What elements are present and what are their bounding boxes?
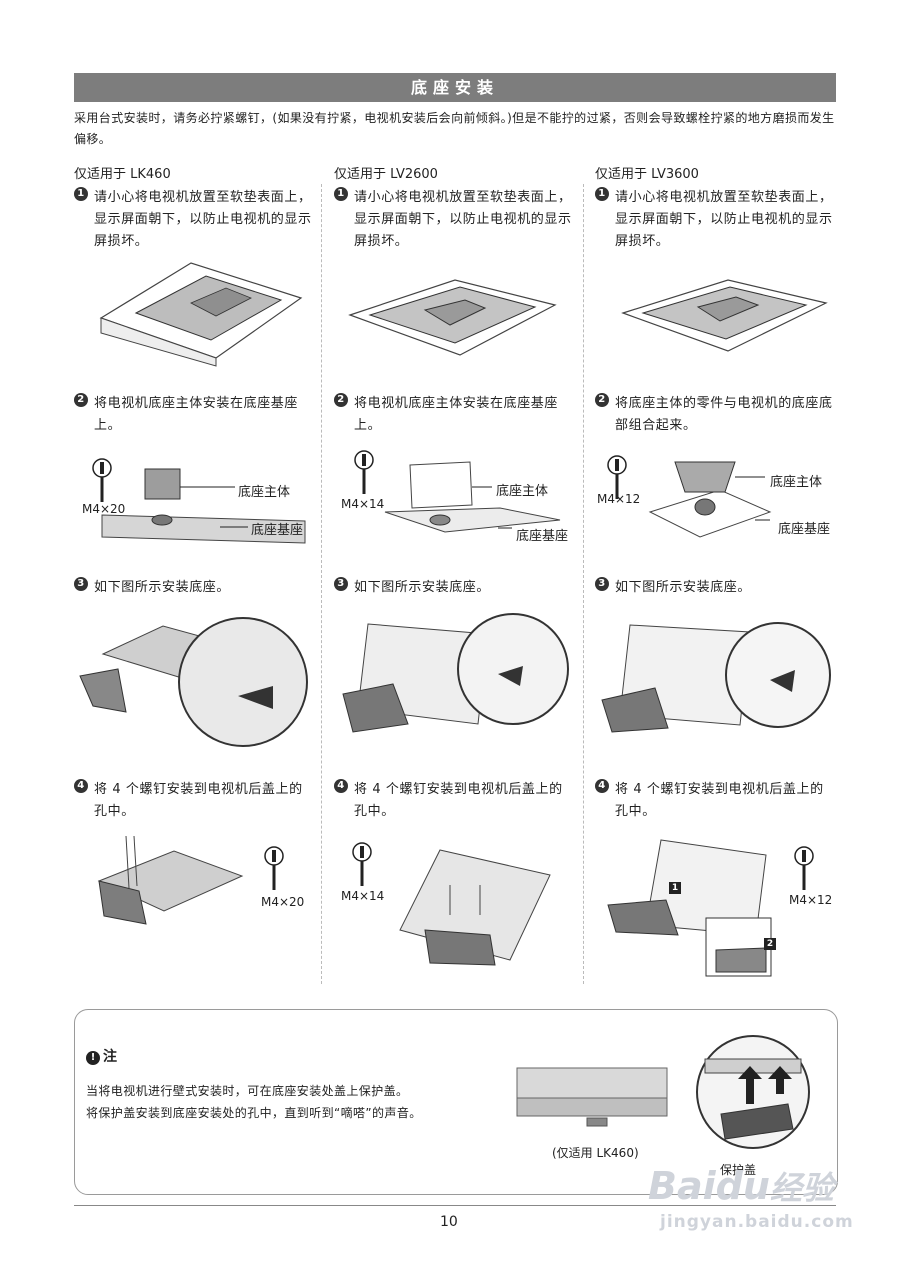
step-text: 如下图所示安装底座。 [94, 580, 231, 595]
step-number-badge: 4 [74, 779, 88, 793]
step-number-badge: 2 [74, 393, 88, 407]
tv-bottom-illustration [516, 1067, 668, 1127]
step-number-badge: 1 [595, 187, 609, 201]
screw-fastening-illustration [97, 835, 244, 925]
screw-size-label: M4×14 [341, 497, 385, 511]
step-4: 4 将 4 个螺钉安装到电视机后盖上的孔中。 [595, 779, 833, 823]
step-1: 1 请小心将电视机放置至软垫表面上，显示屏面朝下，以防止电视机的显示屏损坏。 [334, 187, 572, 253]
step-text: 请小心将电视机放置至软垫表面上，显示屏面朝下，以防止电视机的显示屏损坏。 [354, 190, 572, 249]
warning-icon: ! [86, 1051, 100, 1065]
screw-icon [352, 842, 372, 886]
step-number-badge: 3 [334, 577, 348, 591]
step-3: 3 如下图所示安装底座。 [595, 577, 833, 599]
stand-insert-illustration [601, 622, 831, 733]
screw-icon [264, 846, 284, 890]
callout-1-badge: 1 [669, 882, 681, 894]
step-text: 请小心将电视机放置至软垫表面上，显示屏面朝下，以防止电视机的显示屏损坏。 [94, 190, 312, 249]
screw-size-label: M4×14 [341, 889, 385, 903]
step-number-badge: 2 [595, 393, 609, 407]
step-3: 3 如下图所示安装底座。 [334, 577, 572, 599]
step-4: 4 将 4 个螺钉安装到电视机后盖上的孔中。 [74, 779, 312, 823]
step-2: 2 将电视机底座主体安装在底座基座上。 [74, 393, 312, 437]
screw-fastening-illustration [399, 849, 551, 966]
stand-assembly-illustration [101, 468, 306, 544]
stand-assembly-illustration [648, 461, 772, 538]
column-heading-lk460: 仅适用于 LK460 [74, 167, 171, 182]
watermark-url: jingyan.baidu.com [660, 1212, 854, 1232]
screw-size-label: M4×20 [82, 502, 126, 516]
step-text: 如下图所示安装底座。 [615, 580, 752, 595]
column-divider [321, 184, 322, 984]
step-text: 将 4 个螺钉安装到电视机后盖上的孔中。 [94, 782, 303, 819]
label-stand-base: 底座基座 [516, 529, 569, 544]
label-stand-body: 底座主体 [238, 485, 291, 500]
label-stand-body: 底座主体 [496, 484, 549, 499]
step-text: 将底座主体的零件与电视机的底座底部组合起来。 [615, 396, 833, 433]
step-4: 4 将 4 个螺钉安装到电视机后盖上的孔中。 [334, 779, 572, 823]
step-number-badge: 4 [595, 779, 609, 793]
note-line: 将保护盖安装到底座安装处的孔中，直到听到“嘀嗒”的声音。 [86, 1106, 422, 1120]
column-divider [583, 184, 584, 984]
stand-insert-illustration [79, 617, 308, 747]
section-title: 底座安装 [74, 73, 836, 102]
step-number-badge: 1 [334, 187, 348, 201]
step-1: 1 请小心将电视机放置至软垫表面上，显示屏面朝下，以防止电视机的显示屏损坏。 [595, 187, 833, 253]
footer-rule [74, 1205, 836, 1206]
protective-cover-label: 保护盖 [720, 1163, 757, 1177]
step-number-badge: 3 [74, 577, 88, 591]
step-2: 2 将底座主体的零件与电视机的底座底部组合起来。 [595, 393, 833, 437]
step-number-badge: 1 [74, 187, 88, 201]
page-number: 10 [440, 1214, 458, 1230]
column-heading-lv2600: 仅适用于 LV2600 [334, 167, 438, 182]
label-stand-body: 底座主体 [770, 475, 823, 490]
screw-icon [92, 458, 112, 502]
screw-icon [607, 455, 627, 499]
intro-text: 采用台式安装时，请务必拧紧螺钉，(如果没有拧紧，电视机安装后会向前倾斜。)但是不… [74, 111, 835, 146]
tv-on-cushion-illustration [348, 279, 557, 356]
screw-fastening-illustration [607, 839, 772, 977]
column-heading-lv3600: 仅适用于 LV3600 [595, 167, 699, 182]
screw-icon [354, 450, 374, 494]
note-heading: !注 [86, 1046, 117, 1066]
step-number-badge: 4 [334, 779, 348, 793]
step-number-badge: 3 [595, 577, 609, 591]
step-text: 将电视机底座主体安装在底座基座上。 [94, 396, 299, 433]
screw-icon [794, 846, 814, 890]
step-text: 如下图所示安装底座。 [354, 580, 491, 595]
screw-size-label: M4×12 [597, 492, 641, 506]
tv-on-cushion-illustration [99, 262, 303, 367]
step-3: 3 如下图所示安装底座。 [74, 577, 312, 599]
stand-assembly-illustration [384, 461, 561, 533]
note-line: 当将电视机进行壁式安装时，可在底座安装处盖上保护盖。 [86, 1084, 409, 1098]
step-text: 将电视机底座主体安装在底座基座上。 [354, 396, 559, 433]
screw-size-label: M4×12 [789, 893, 833, 907]
step-2: 2 将电视机底座主体安装在底座基座上。 [334, 393, 572, 437]
screw-size-label: M4×20 [261, 895, 305, 909]
tv-on-cushion-illustration [621, 279, 828, 352]
note-title: 注 [103, 1049, 117, 1065]
step-1: 1 请小心将电视机放置至软垫表面上，显示屏面朝下，以防止电视机的显示屏损坏。 [74, 187, 312, 253]
stand-insert-illustration [342, 613, 569, 733]
step-text: 请小心将电视机放置至软垫表面上，显示屏面朝下，以防止电视机的显示屏损坏。 [615, 190, 833, 249]
label-stand-base: 底座基座 [251, 523, 304, 538]
label-stand-base: 底座基座 [778, 522, 831, 537]
protective-cover-illustration [696, 1035, 810, 1149]
step-text: 将 4 个螺钉安装到电视机后盖上的孔中。 [615, 782, 824, 819]
lk460-caption: (仅适用 LK460) [552, 1146, 639, 1160]
note-box [74, 1009, 838, 1195]
step-text: 将 4 个螺钉安装到电视机后盖上的孔中。 [354, 782, 563, 819]
watermark-logo: Baidu经验 [648, 1164, 834, 1208]
callout-2-badge: 2 [764, 938, 776, 950]
step-number-badge: 2 [334, 393, 348, 407]
